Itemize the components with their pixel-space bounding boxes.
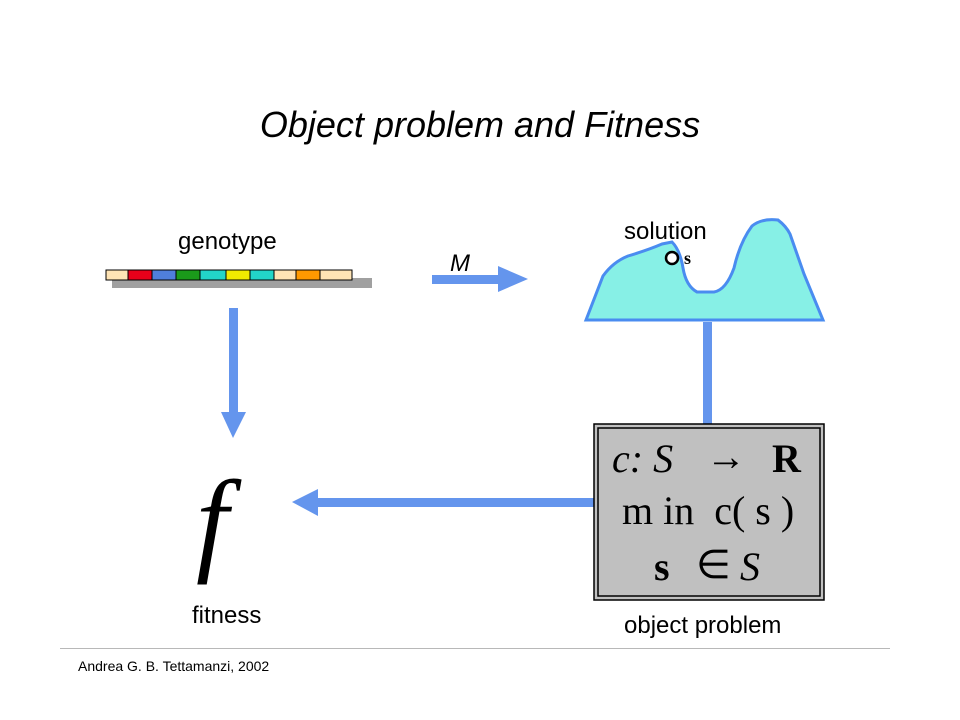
gene-6 xyxy=(225,269,251,281)
solution-point-label: s xyxy=(684,248,691,268)
formula-line1-right: R xyxy=(772,436,802,481)
gene-3 xyxy=(151,269,177,281)
gene-9 xyxy=(295,269,321,281)
genotype-chromosome xyxy=(105,269,372,288)
formula-line3-right: S xyxy=(740,544,760,589)
gene-1 xyxy=(105,269,129,281)
chromosome-shadow xyxy=(112,278,372,288)
solution-label: solution xyxy=(624,218,707,245)
object-problem-box: c: S → R m in c( s ) s ∈ S xyxy=(593,423,825,601)
formula-line1-arrow: → xyxy=(706,434,746,479)
footer-credit: Andrea G. B. Tettamanzi, 2002 xyxy=(78,658,270,674)
gene-2 xyxy=(127,269,153,281)
formula-line1-left: c: S xyxy=(612,436,673,481)
gene-4 xyxy=(175,269,201,281)
gene-5 xyxy=(199,269,227,281)
gene-10 xyxy=(319,269,353,281)
landscape-connector xyxy=(703,322,712,426)
formula-line2: m in c( s ) xyxy=(622,488,794,533)
fitness-symbol: f xyxy=(196,458,242,586)
solution-landscape xyxy=(583,218,826,322)
gene-8 xyxy=(273,269,297,281)
gene-7 xyxy=(249,269,275,281)
slide-title: Object problem and Fitness xyxy=(259,104,701,145)
mapping-label: M xyxy=(450,250,470,277)
genotype-label: genotype xyxy=(178,228,277,255)
formula-line3-in: ∈ xyxy=(696,542,731,587)
formula-line3-left: s xyxy=(654,544,670,589)
fitness-label: fitness xyxy=(192,602,262,629)
solution-point-marker xyxy=(664,250,680,266)
genotype-to-fitness-arrow xyxy=(221,308,246,438)
chromosome-genes xyxy=(105,269,353,281)
problem-to-fitness-arrow xyxy=(292,489,594,516)
footer-divider xyxy=(60,648,890,649)
mapping-arrow xyxy=(432,266,528,292)
object-problem-label: object problem xyxy=(624,612,782,639)
